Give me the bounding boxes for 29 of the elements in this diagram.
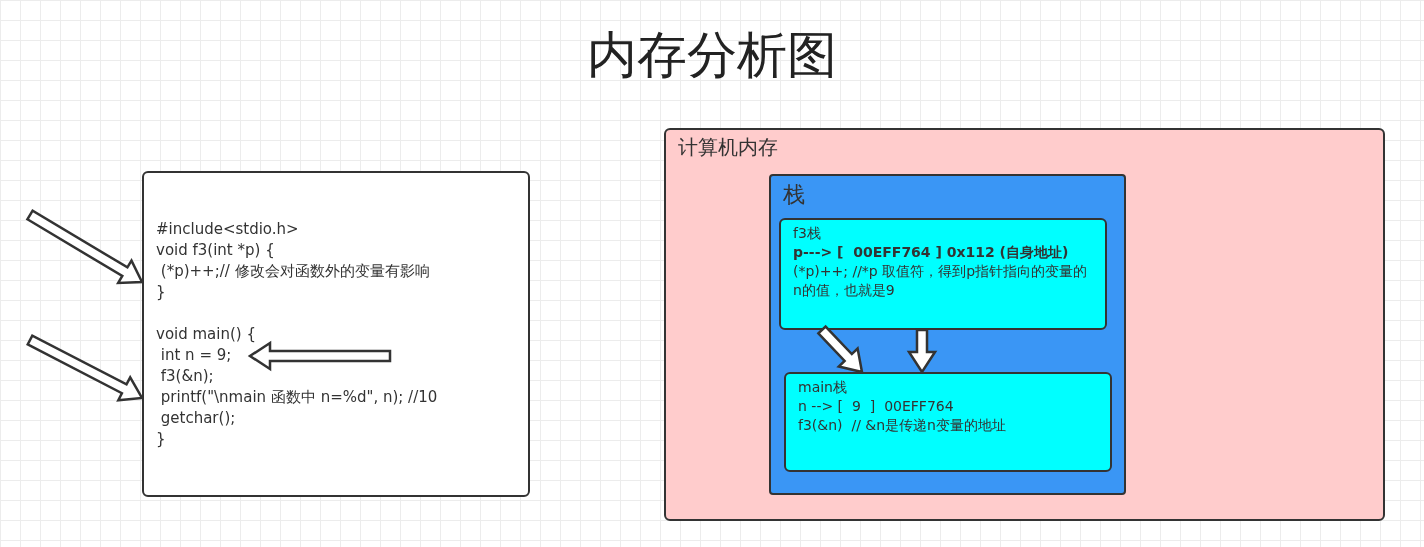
code-line: }	[156, 429, 167, 450]
hollow-arrow	[26, 333, 145, 402]
code-line: void f3(int *p) {	[156, 240, 276, 261]
panel-title: 栈	[783, 181, 806, 209]
stack-frame-box	[784, 372, 1112, 472]
code-line: void main() {	[156, 324, 257, 345]
hollow-arrow	[906, 328, 938, 375]
stack-frame-box	[779, 218, 1107, 330]
code-line: printf("\nmain 函数中 n=%d", n); //10	[159, 387, 439, 408]
memory-note: n --> [ 9 ] 00EFF764	[798, 397, 955, 416]
stack-panel	[769, 174, 1126, 495]
hollow-arrow	[816, 324, 864, 374]
code-line: }	[156, 282, 167, 303]
memory-note: (*p)++; //*p 取值符，得到p指针指向的变量的n的值，也就是9	[793, 262, 1089, 300]
hollow-arrow	[247, 340, 392, 372]
hollow-arrow	[25, 209, 144, 285]
memory-note: f3(&n) // &n是传递n变量的地址	[798, 416, 1007, 435]
code-line: #include<stdio.h>	[156, 219, 300, 240]
memory-panel	[664, 128, 1385, 521]
code-line: (*p)++;// 修改会对函数外的变量有影响	[159, 261, 431, 282]
diagram-title: 内存分析图	[586, 25, 838, 86]
memory-note: p---> [ 00EFF764 ] 0x112 (自身地址)	[793, 243, 1070, 262]
code-box	[142, 171, 530, 497]
code-line: getchar();	[159, 408, 237, 429]
code-line: f3(&n);	[159, 366, 215, 387]
panel-title: f3栈	[793, 224, 822, 243]
panel-title: main栈	[798, 378, 848, 397]
code-line: int n = 9;	[159, 345, 233, 366]
panel-title: 计算机内存	[678, 134, 779, 160]
